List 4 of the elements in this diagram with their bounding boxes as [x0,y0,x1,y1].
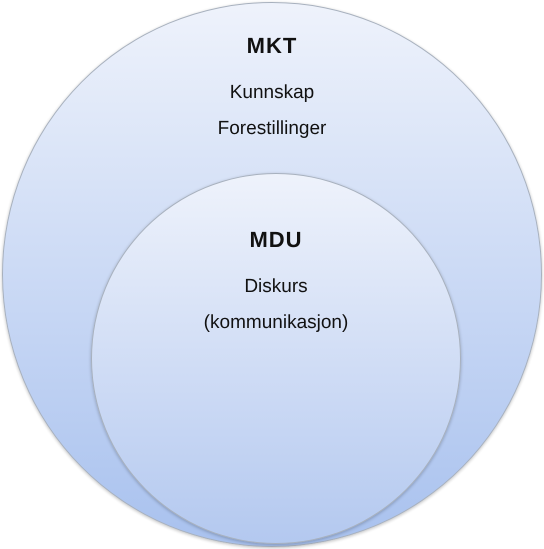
heading: MKT [246,33,298,59]
body-text: Diskurs (kommunikasjon) [204,275,348,335]
body-text: Kunnskap Forestillinger [218,81,326,141]
heading: MDU [249,227,303,253]
